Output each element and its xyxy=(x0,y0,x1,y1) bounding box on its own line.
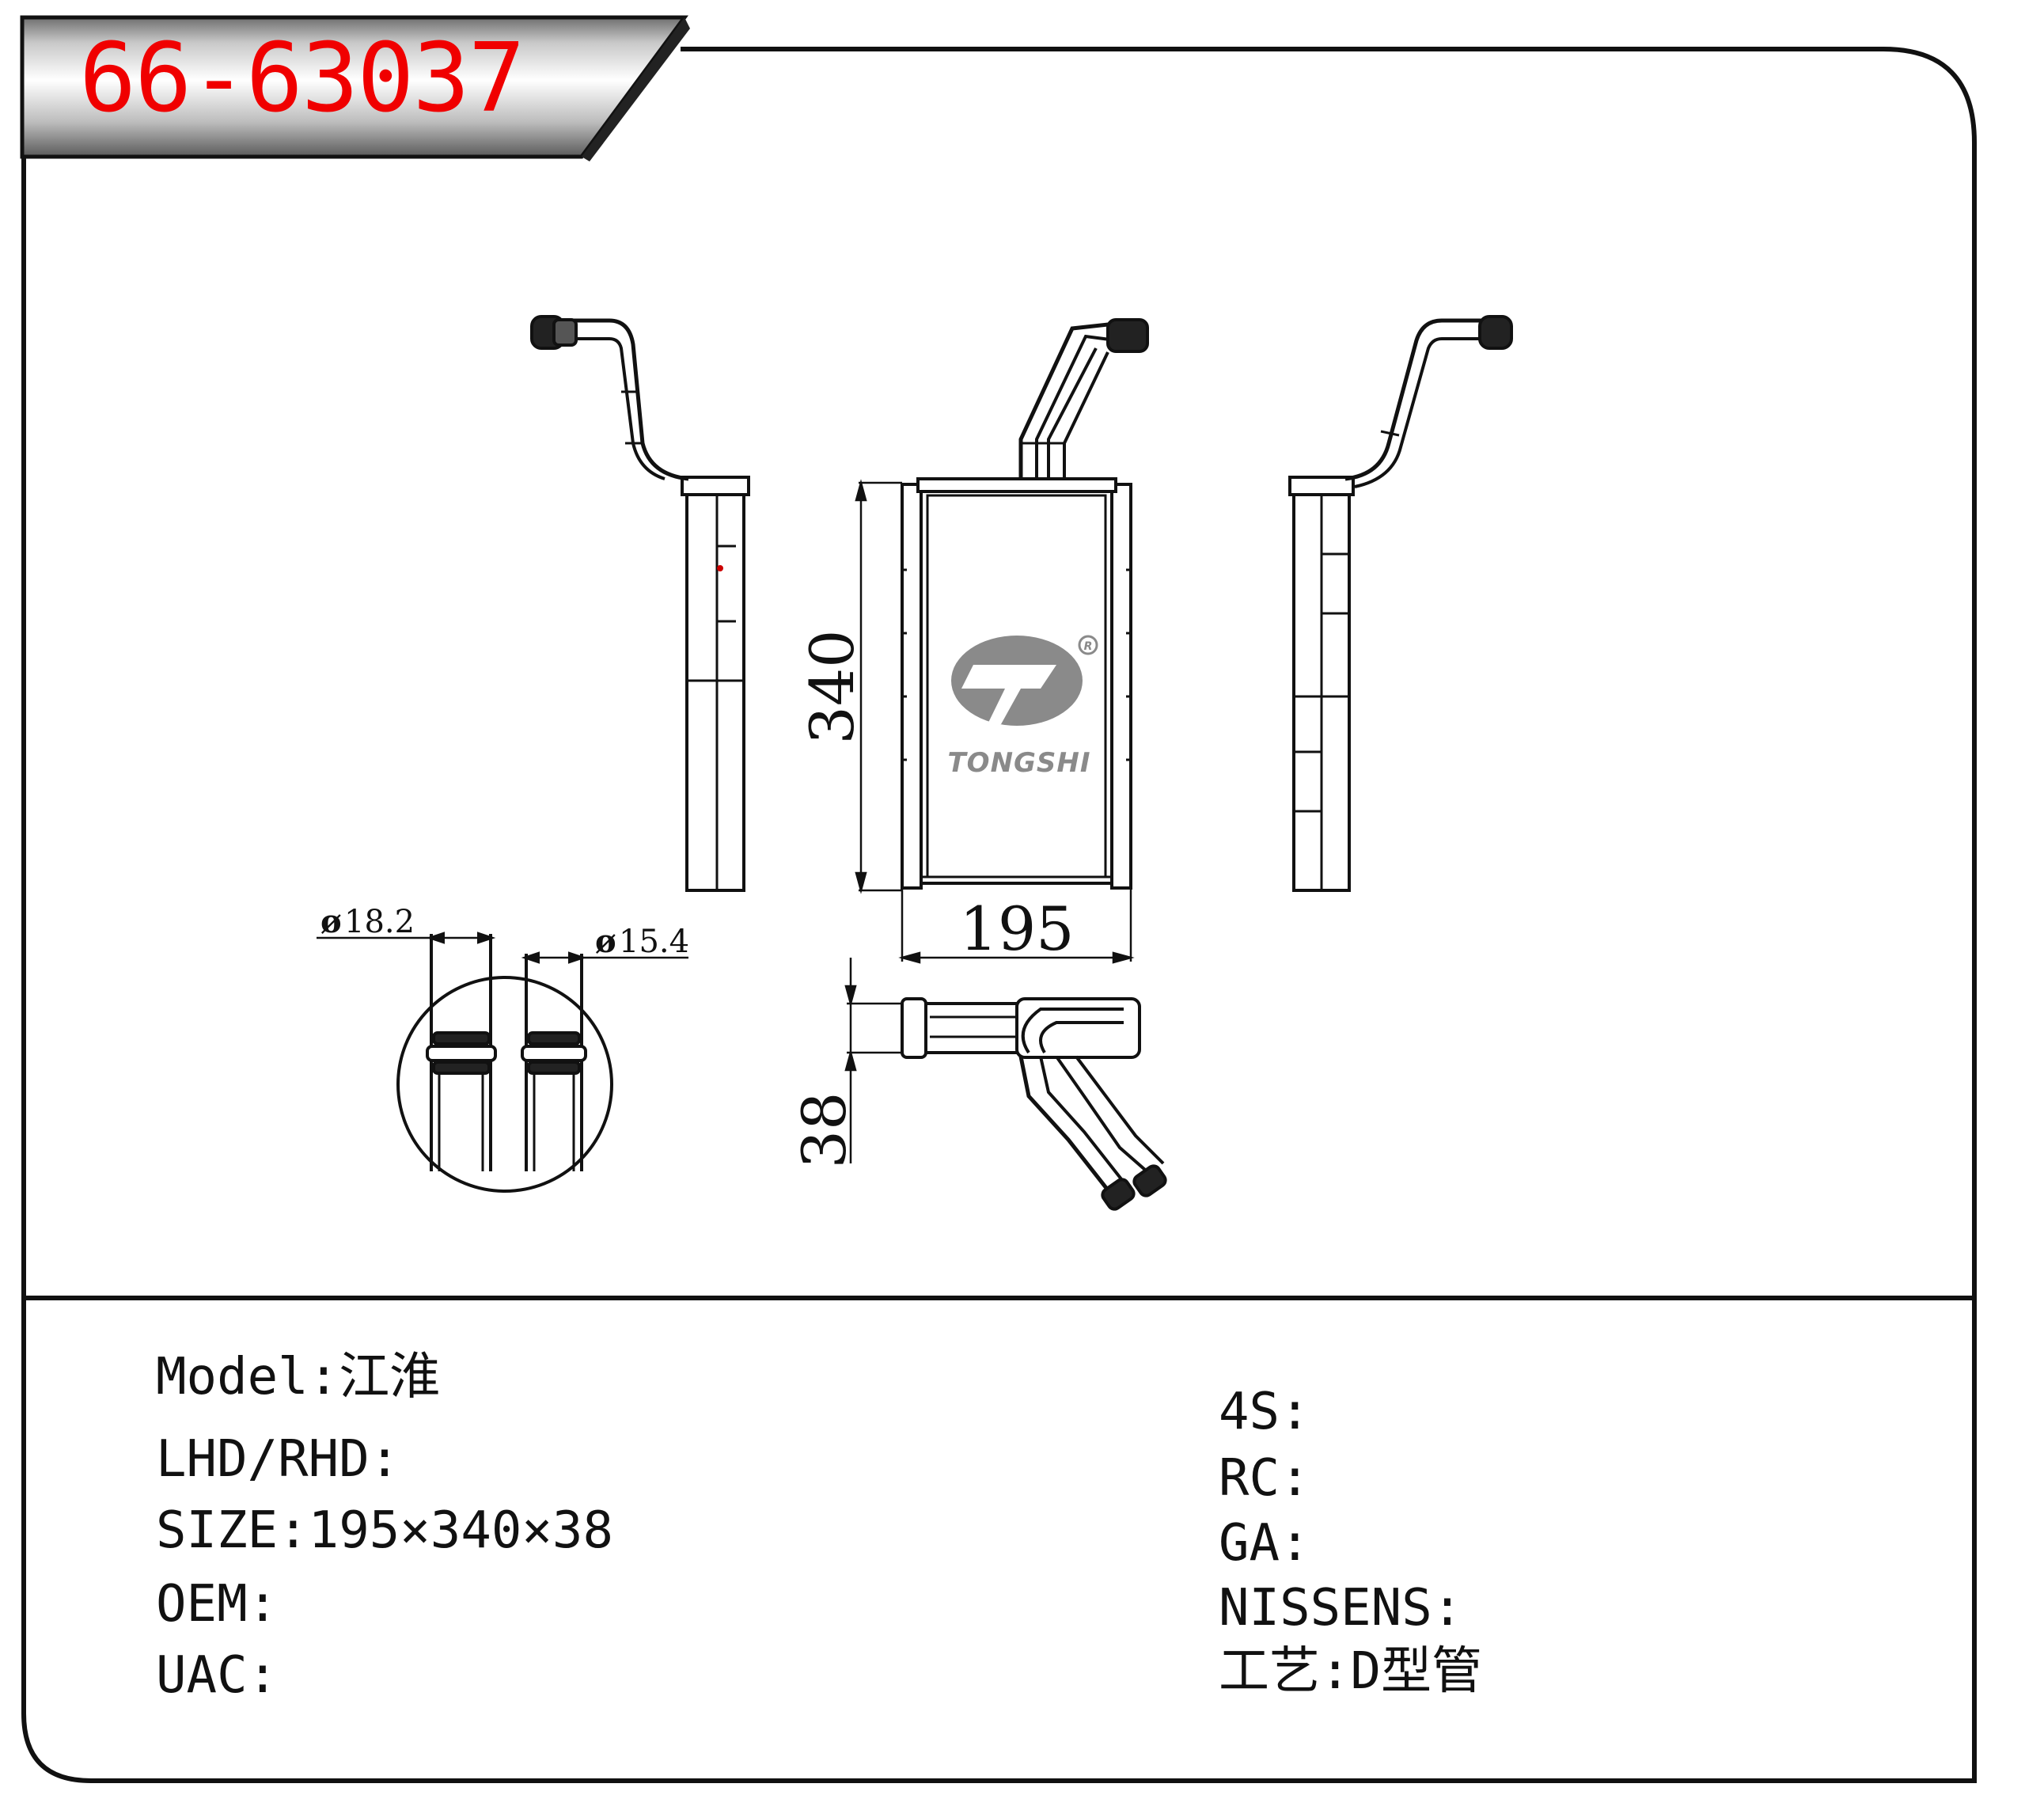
diameter-small-label: ø 15.4 xyxy=(595,923,689,960)
spec-label: SIZE: xyxy=(156,1501,309,1560)
tongshi-logo: R TONGSHI xyxy=(947,635,1098,779)
spec-model: Model:江淮 xyxy=(156,1352,440,1402)
spec-uac: UAC: xyxy=(156,1650,278,1701)
side-view-right xyxy=(1288,315,1513,892)
top-view xyxy=(901,997,1167,1211)
spec-label: OEM: xyxy=(156,1575,279,1634)
height-dimension xyxy=(855,479,902,894)
spec-nissens: NISSENS: xyxy=(1219,1583,1462,1634)
spec-label: GA: xyxy=(1219,1514,1310,1573)
spec-rc: RC: xyxy=(1219,1453,1310,1504)
spec-label: Model: xyxy=(156,1348,339,1406)
spec-label: UAC: xyxy=(156,1646,279,1705)
spec-value: 195×340×38 xyxy=(308,1501,613,1560)
side-view-left xyxy=(530,315,750,892)
spec-process: 工艺:D型管 xyxy=(1219,1646,1482,1697)
spec-label: 工艺: xyxy=(1219,1642,1351,1701)
depth-dimension xyxy=(844,958,902,1163)
spec-label: LHD/RHD: xyxy=(156,1430,400,1489)
width-dimension xyxy=(898,888,1135,964)
spec-4s: 4S: xyxy=(1219,1387,1310,1437)
svg-text:15.4: 15.4 xyxy=(619,924,689,960)
spec-value: D型管 xyxy=(1350,1642,1483,1701)
part-number: 66-63037 xyxy=(79,24,525,134)
svg-text:ø: ø xyxy=(320,903,342,940)
spec-lhd-rhd: LHD/RHD: xyxy=(156,1434,400,1485)
spec-label: NISSENS: xyxy=(1219,1579,1463,1638)
width-value: 195 xyxy=(959,894,1074,964)
svg-text:ø: ø xyxy=(595,923,616,960)
depth-value: 38 xyxy=(789,1092,859,1169)
spec-label: 4S: xyxy=(1219,1383,1310,1441)
height-value: 340 xyxy=(797,629,867,744)
diameter-large-label: ø 18.2 xyxy=(320,903,415,940)
spec-ga: GA: xyxy=(1219,1518,1310,1569)
spec-value: 江淮 xyxy=(339,1348,441,1406)
pipe-detail xyxy=(317,932,688,1193)
spec-size: SIZE:195×340×38 xyxy=(156,1505,613,1556)
part-number-tag-shadow xyxy=(582,17,690,161)
front-view-core xyxy=(901,318,1149,890)
outer-border xyxy=(21,47,1977,1783)
spec-label: RC: xyxy=(1219,1449,1310,1508)
svg-text:18.2: 18.2 xyxy=(344,904,415,940)
brand-name: TONGSHI xyxy=(947,747,1090,779)
spec-oem: OEM: xyxy=(156,1579,278,1630)
registered-mark: R xyxy=(1084,640,1093,653)
